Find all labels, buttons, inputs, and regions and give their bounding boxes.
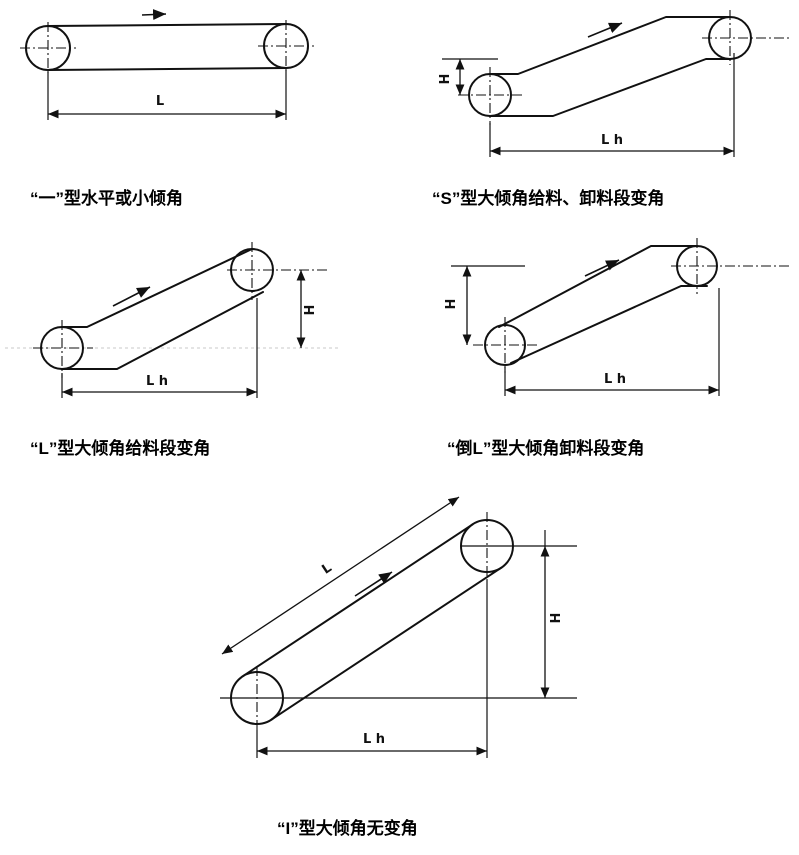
dimension-label-L: L (319, 561, 334, 578)
dimension-label-L: L (156, 94, 164, 109)
dimension-label-Lh: L h (601, 133, 623, 148)
dimension-L-group: L (221, 496, 460, 655)
caption-i-type: “I”型大倾角无变角 (277, 819, 418, 838)
dimension-label-H: H (303, 305, 318, 316)
diagram-i-type: L H L h (172, 486, 612, 806)
dimension-label-Lh: L h (363, 732, 385, 747)
dimension-label-H: H (438, 74, 453, 85)
belt-outline (40, 248, 274, 370)
dimension-Lh-group: L h (489, 53, 735, 157)
pulley-center-lines (33, 242, 327, 378)
diagram-straight-horizontal: L (8, 8, 338, 138)
belt-direction-arrow (584, 259, 620, 277)
caption-s-type: “S”型大倾角给料、卸料段变角 (432, 189, 665, 208)
belt-direction-arrow (141, 9, 167, 21)
dimension-L-group: L (47, 70, 287, 120)
pulley-center-lines (458, 10, 790, 125)
belt-outline (468, 16, 752, 117)
belt-outline (230, 519, 514, 725)
pulley-center-lines (20, 20, 314, 74)
belt-outline (484, 245, 718, 366)
caption-straight-type: “一”型水平或小倾角 (30, 189, 183, 208)
caption-inverted-l-type: “倒L”型大倾角卸料段变角 (447, 439, 645, 458)
dimension-Lh-group: L h (257, 732, 487, 756)
belt-direction-arrow (354, 571, 393, 597)
dimension-label-H: H (549, 613, 564, 624)
s-type-drawing: H L h (438, 10, 790, 157)
dimension-H-group: H (296, 269, 318, 348)
dimension-H-group: H (438, 58, 498, 95)
i-type-drawing: L H L h (220, 496, 577, 758)
belt-outline (25, 23, 309, 71)
l-type-drawing: H L h (5, 242, 340, 398)
pulley-center-lines (473, 238, 791, 373)
diagram-l-type: H L h (5, 238, 340, 413)
inverted-l-type-drawing: H L h (444, 238, 791, 396)
dimension-label-H: H (444, 299, 459, 310)
dimension-H-group: H (444, 265, 525, 345)
belt-direction-arrow (587, 22, 623, 38)
dimension-label-Lh: L h (604, 372, 626, 387)
dimension-Lh-group: L h (61, 298, 258, 398)
dimension-Lh-group: L h (504, 288, 720, 396)
straight-horizontal-drawing: L (20, 9, 314, 120)
belt-direction-arrow (112, 286, 151, 307)
caption-l-type: “L”型大倾角给料段变角 (30, 439, 211, 458)
dimension-H-group: H (540, 546, 564, 698)
dimension-label-Lh: L h (146, 374, 168, 389)
diagram-inverted-l-type: H L h (425, 238, 795, 403)
diagram-s-type: H L h (418, 5, 793, 175)
